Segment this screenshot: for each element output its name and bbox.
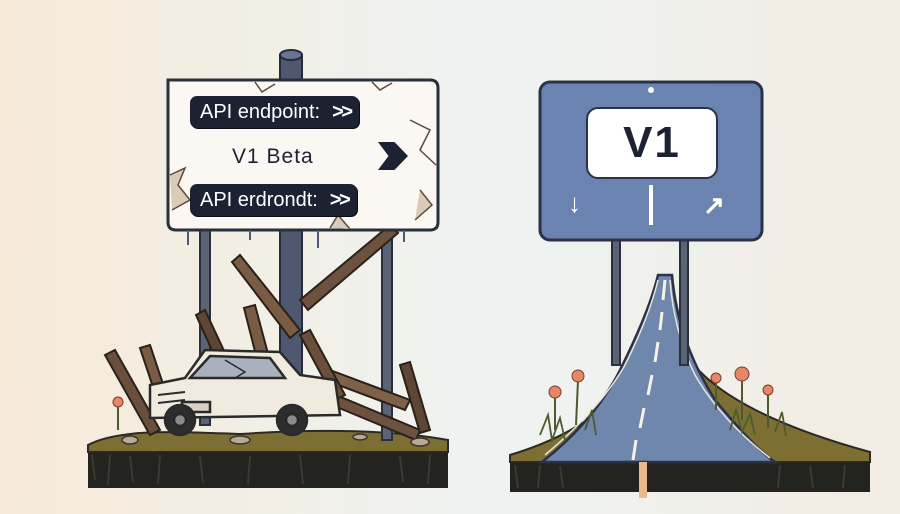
api-erdrondt-text: API erdrondt:: [200, 188, 318, 211]
arrow-up-right-icon: ↗: [703, 190, 725, 220]
api-endpoint-label: API endpoint: > >: [190, 96, 360, 128]
api-endpoint-text: API endpoint:: [200, 100, 321, 123]
rubble: [121, 433, 430, 447]
right-flowers: [539, 366, 787, 444]
v1-beta-label: V1 Beta: [232, 145, 314, 168]
road: [538, 273, 780, 498]
arrow-down-icon: ↓: [568, 188, 581, 218]
double-chevron-right-icon: > >: [329, 188, 351, 211]
v1-label-box: V1: [586, 107, 718, 179]
api-erdrondt-label: API erdrondt: > >: [190, 184, 357, 216]
left-flowers: [112, 396, 124, 430]
double-chevron-right-icon: > >: [332, 100, 353, 123]
left-ground: [87, 429, 449, 488]
v1-label-text: V1: [623, 118, 681, 167]
wrecked-car: [148, 348, 342, 437]
